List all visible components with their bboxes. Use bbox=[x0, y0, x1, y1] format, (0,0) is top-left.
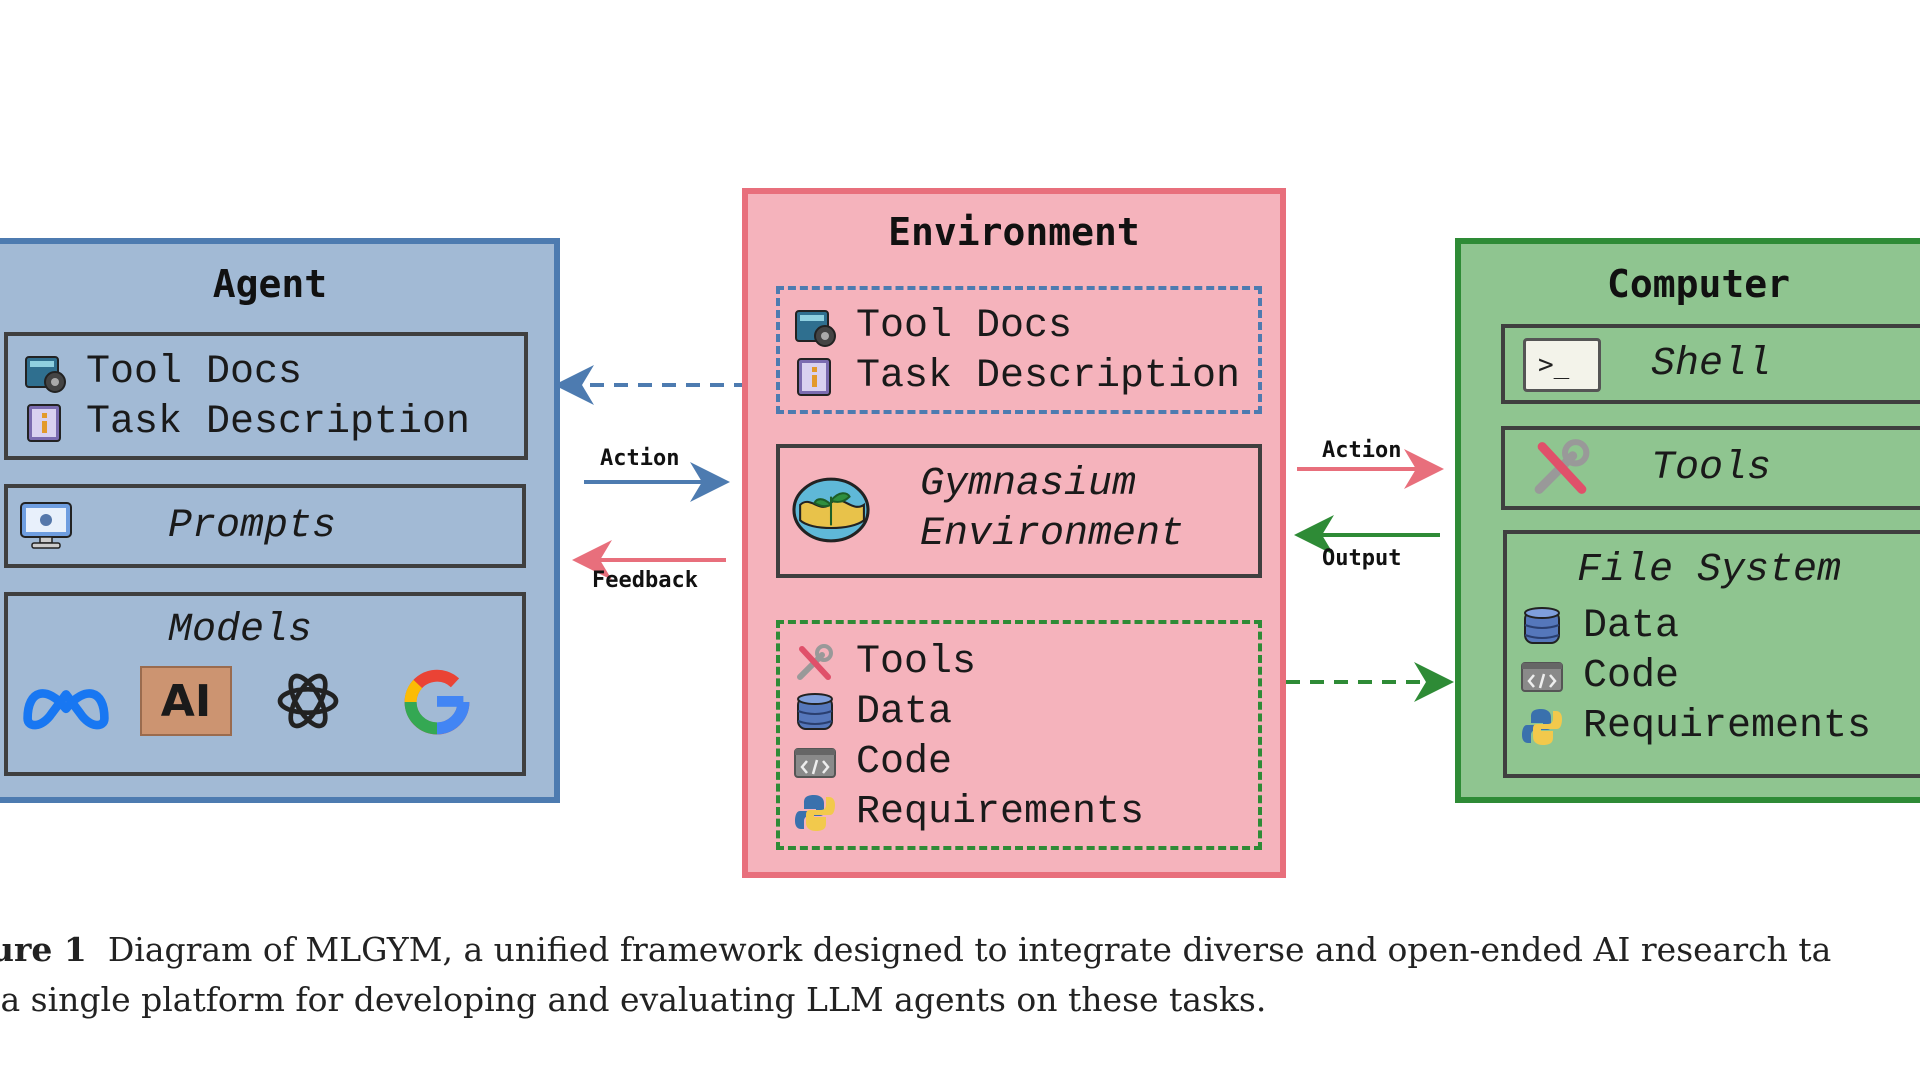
code-icon bbox=[794, 747, 836, 778]
fs-data-label: Data bbox=[1583, 604, 1680, 649]
computer-title: Computer bbox=[1607, 262, 1791, 306]
agent-task-description-label: Task Description bbox=[86, 400, 471, 445]
shell-label: Shell bbox=[1651, 342, 1772, 387]
models-title: Models bbox=[168, 608, 313, 653]
fs-requirements: Requirements bbox=[1519, 704, 1871, 749]
computer-tools-box: Tools bbox=[1501, 426, 1920, 510]
monitor-gear-icon bbox=[20, 502, 72, 549]
terminal-prompt: >_ bbox=[1538, 350, 1570, 380]
env-task-description-label: Task Description bbox=[856, 354, 1241, 399]
agent-title: Agent bbox=[212, 262, 328, 306]
openai-logo-icon bbox=[277, 673, 339, 729]
tool-docs-icon bbox=[795, 309, 836, 347]
env-task-description: Task Description bbox=[792, 354, 1240, 399]
tools-icon bbox=[1534, 439, 1590, 494]
fs-code: Code bbox=[1519, 654, 1679, 699]
python-icon bbox=[795, 794, 835, 831]
anthropic-logo-icon: AI bbox=[140, 666, 232, 736]
gymnasium-line1: Gymnasium bbox=[920, 462, 1137, 507]
environment-title: Environment bbox=[888, 210, 1140, 254]
tool-docs-icon bbox=[25, 355, 66, 393]
task-description-icon bbox=[797, 357, 831, 396]
fs-data: Data bbox=[1519, 604, 1679, 649]
globe-plant-icon bbox=[792, 477, 870, 543]
agent-context-box: Tool Docs Task Description bbox=[4, 332, 528, 460]
caption-text-line1: Diagram of MLGYM, a unified framework de… bbox=[107, 930, 1832, 969]
caption-text-line2: a single platform for developing and eva… bbox=[0, 980, 1267, 1019]
env-data-label: Data bbox=[856, 690, 953, 735]
environment-resources-box: Tools Data Code Requirements bbox=[776, 620, 1262, 850]
models-box: Models AI bbox=[4, 592, 526, 776]
fs-requirements-label: Requirements bbox=[1583, 704, 1872, 749]
agent-action-label: Action bbox=[600, 446, 680, 471]
agent-box: Agent Tool Docs Task Description Prompts… bbox=[0, 238, 560, 803]
caption-line1: ure 1 Diagram of MLGYM, a unified framew… bbox=[0, 925, 1920, 975]
gymnasium-line2: Environment bbox=[920, 512, 1185, 557]
environment-box: Environment Tool Docs Task Description G… bbox=[742, 188, 1286, 878]
env-code-label: Code bbox=[856, 740, 953, 785]
env-requirements: Requirements bbox=[792, 790, 1144, 835]
code-icon bbox=[1521, 661, 1563, 692]
google-logo-icon bbox=[404, 669, 470, 735]
computer-tools-label: Tools bbox=[1651, 446, 1772, 491]
file-system-box: File System Data Code Requirements bbox=[1503, 530, 1920, 778]
env-tool-docs: Tool Docs bbox=[792, 304, 1072, 349]
env-data: Data bbox=[792, 690, 952, 735]
env-code: Code bbox=[792, 740, 952, 785]
anthropic-logo-text: AI bbox=[160, 675, 212, 727]
figure-caption: ure 1 Diagram of MLGYM, a unified framew… bbox=[0, 925, 1920, 1025]
prompts-label: Prompts bbox=[168, 504, 337, 549]
output-label: Output bbox=[1322, 546, 1402, 571]
task-description-icon bbox=[27, 403, 61, 442]
tools-icon bbox=[797, 643, 833, 680]
env-tools-label: Tools bbox=[856, 640, 977, 685]
env-tool-docs-label: Tool Docs bbox=[856, 304, 1073, 349]
environment-context-box: Tool Docs Task Description bbox=[776, 286, 1262, 414]
meta-logo-icon bbox=[23, 689, 109, 730]
shell-box: >_ Shell bbox=[1501, 324, 1920, 404]
feedback-label: Feedback bbox=[592, 568, 698, 593]
agent-tool-docs-label: Tool Docs bbox=[86, 350, 303, 395]
prompts-box: Prompts bbox=[4, 484, 526, 568]
database-icon bbox=[1524, 606, 1560, 644]
python-icon bbox=[1522, 708, 1562, 745]
gymnasium-box: Gymnasium Environment bbox=[776, 444, 1262, 578]
agent-task-description: Task Description bbox=[22, 400, 470, 445]
computer-box: Computer >_ Shell Tools File System Data… bbox=[1455, 238, 1920, 803]
env-requirements-label: Requirements bbox=[856, 790, 1145, 835]
caption-label: ure 1 bbox=[0, 930, 87, 969]
env-tools: Tools bbox=[792, 640, 976, 685]
terminal-icon: >_ bbox=[1523, 338, 1601, 392]
file-system-title: File System bbox=[1577, 548, 1842, 593]
caption-line2: a single platform for developing and eva… bbox=[0, 975, 1920, 1025]
agent-tool-docs: Tool Docs bbox=[22, 350, 302, 395]
database-icon bbox=[797, 692, 833, 730]
fs-code-label: Code bbox=[1583, 654, 1680, 699]
env-action-label: Action bbox=[1322, 438, 1402, 463]
